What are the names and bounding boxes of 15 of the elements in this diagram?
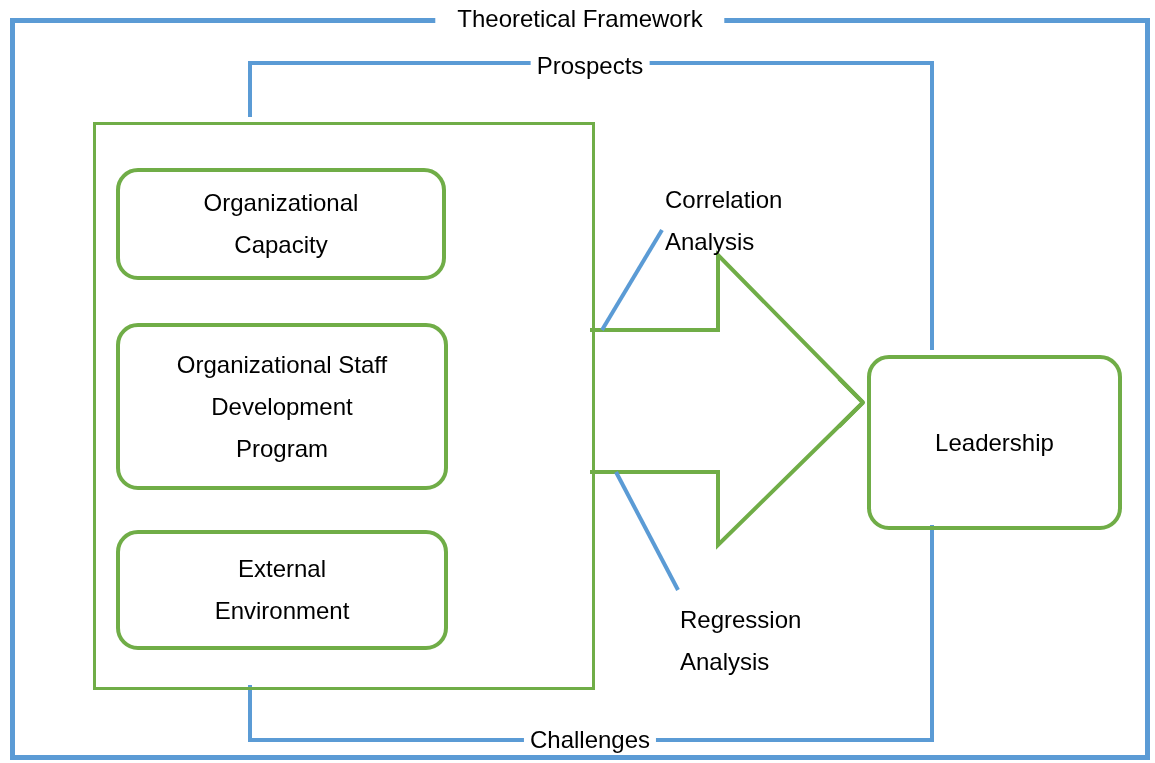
- process-box: [116, 323, 448, 490]
- box-label: Leadership: [934, 427, 1055, 458]
- box-label: Organizational Staff Development Program: [175, 349, 389, 464]
- block-arrow: [588, 250, 865, 550]
- analysis-label: Correlation Analysis: [665, 185, 784, 257]
- process-box: [116, 168, 446, 280]
- connector-line: [248, 61, 934, 350]
- connector-line: [614, 471, 680, 591]
- box-label: External Environment: [213, 554, 351, 626]
- factor-group-box: [93, 122, 595, 690]
- process-box: [116, 530, 448, 650]
- process-box: [867, 355, 1122, 530]
- box-label: Organizational Capacity: [202, 188, 360, 260]
- connector-line: [600, 228, 664, 332]
- analysis-label: Regression Analysis: [680, 605, 803, 677]
